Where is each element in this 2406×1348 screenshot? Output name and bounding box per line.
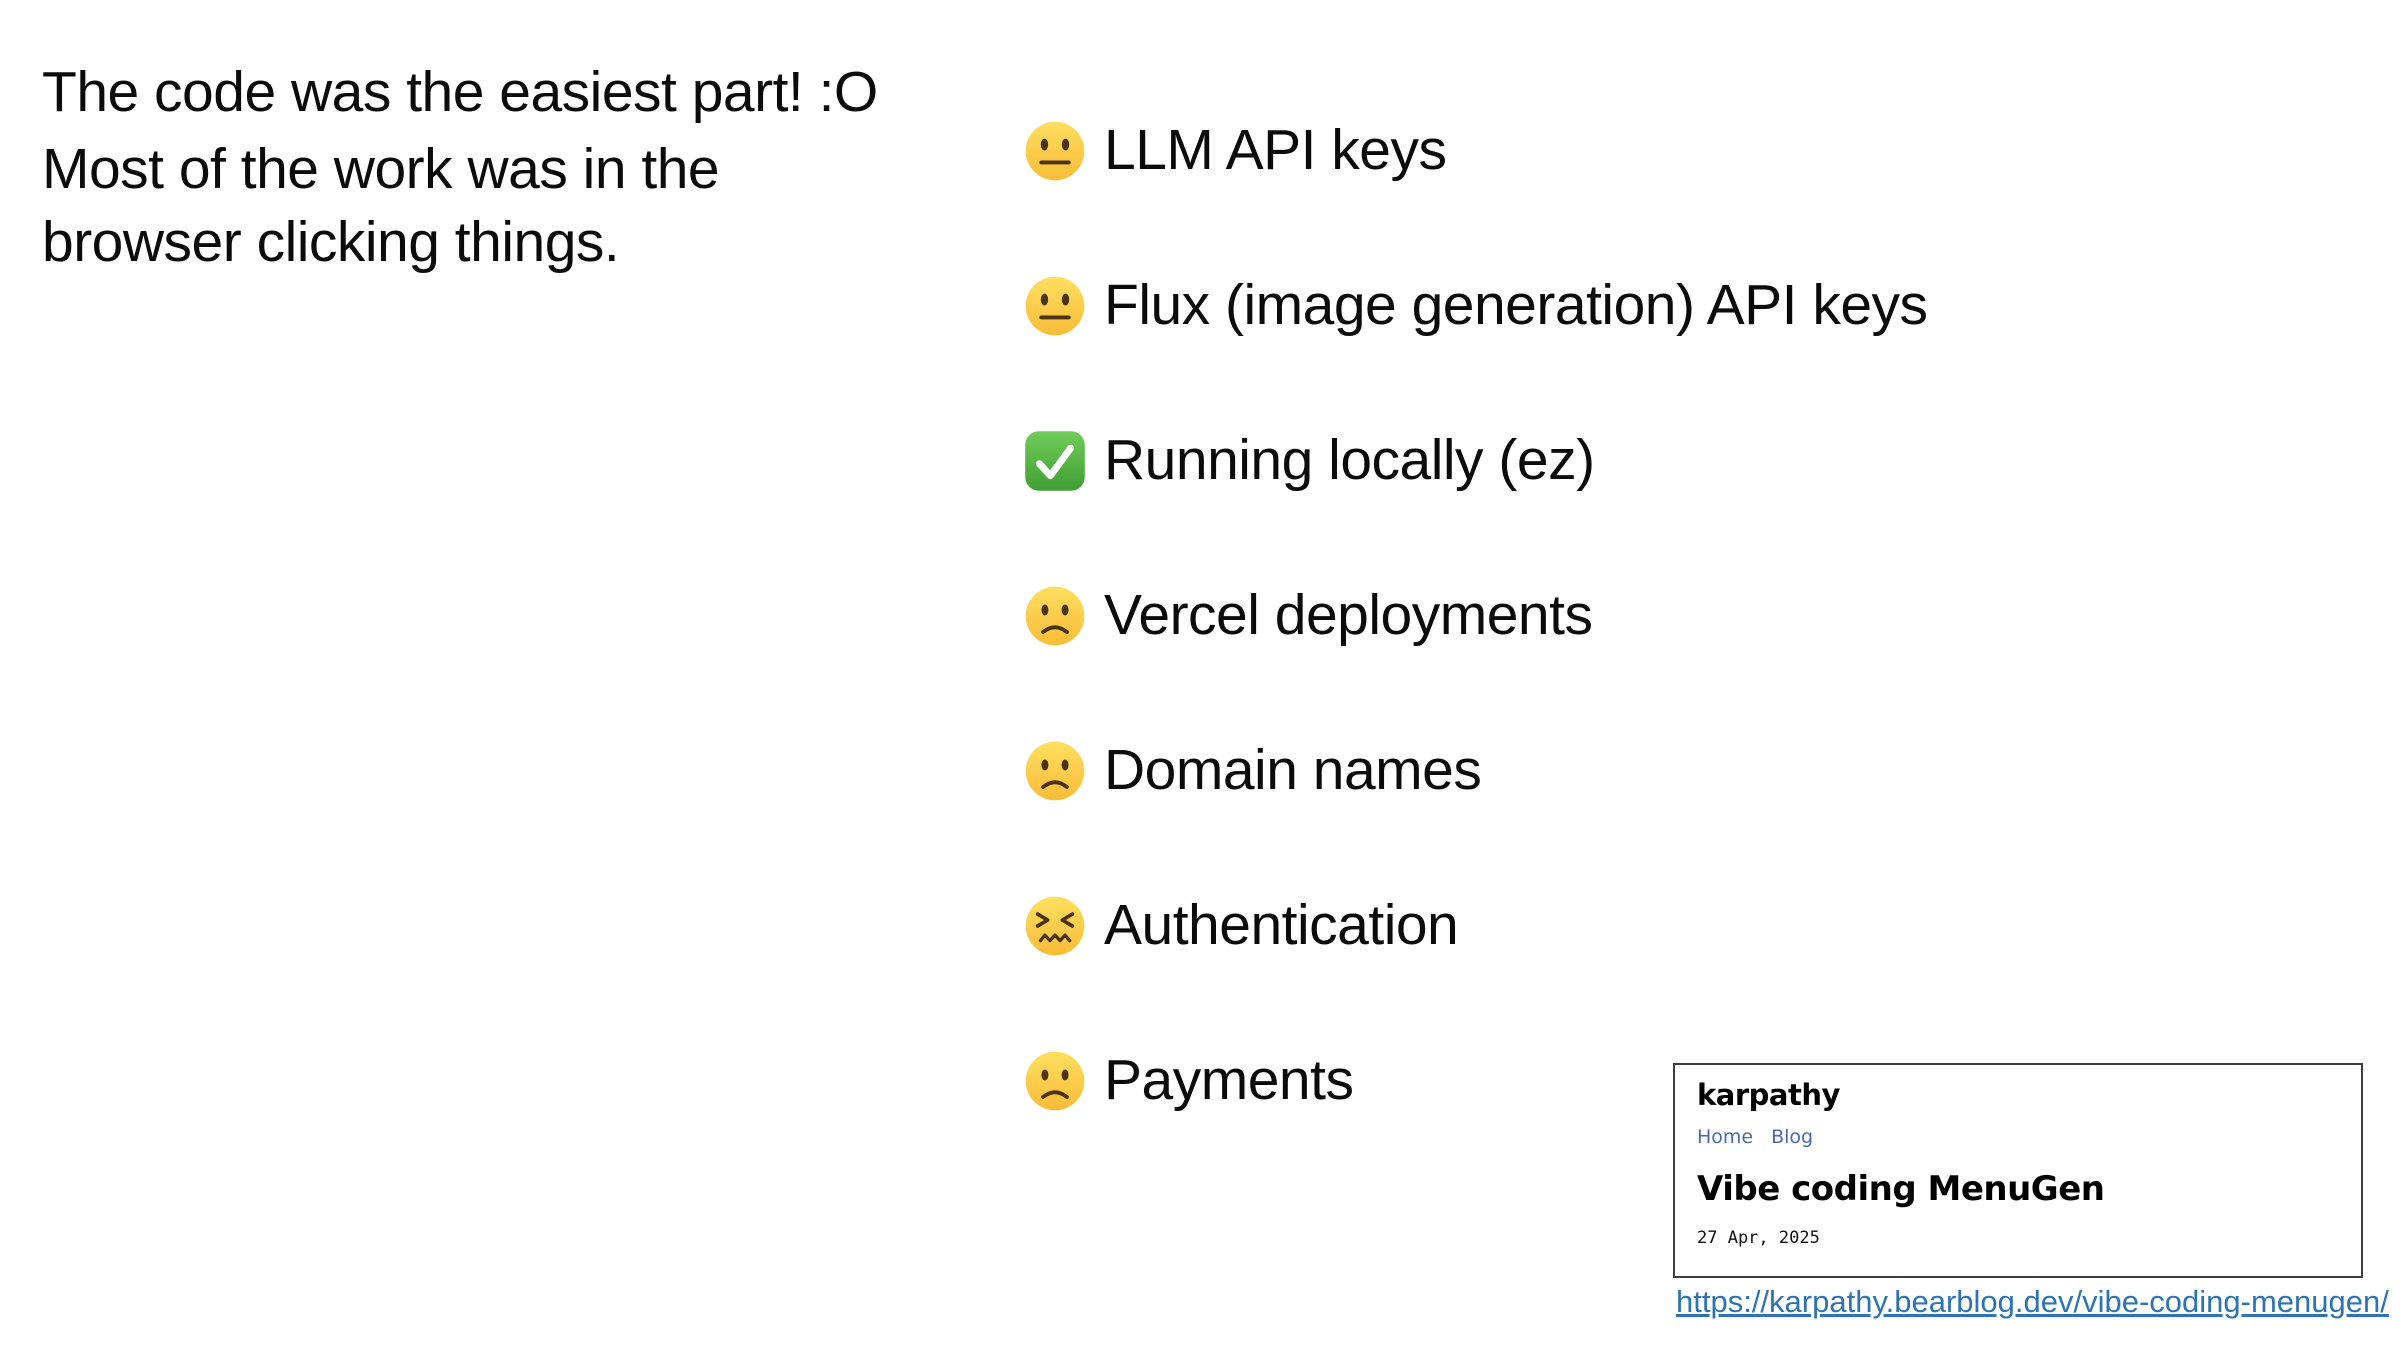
list-item: LLM API keys: [1022, 118, 1928, 184]
checklist: LLM API keys Flux (image generation) API…: [1022, 118, 1928, 1114]
blog-nav-blog-link[interactable]: Blog: [1771, 1126, 1814, 1148]
intro-text: The code was the easiest part! :O Most o…: [42, 56, 878, 279]
check-mark-icon: [1022, 428, 1088, 494]
neutral-face-icon: [1022, 118, 1088, 184]
slightly-frowning-face-icon: [1022, 738, 1088, 804]
blog-site-title: karpathy: [1697, 1078, 1840, 1112]
list-item-label: LLM API keys: [1104, 117, 1447, 182]
blog-nav-home-link[interactable]: Home: [1697, 1126, 1754, 1148]
blog-post-date: 27 Apr, 2025: [1697, 1228, 1820, 1248]
blog-nav: Home Blog: [1697, 1126, 2339, 1148]
list-item: Domain names: [1022, 738, 1928, 804]
blog-post-title: Vibe coding MenuGen: [1697, 1169, 2105, 1209]
list-item: Flux (image generation) API keys: [1022, 273, 1928, 339]
blog-screenshot-card: karpathy Home Blog Vibe coding MenuGen 2…: [1673, 1063, 2363, 1278]
intro-line-2: Most of the work was in the: [42, 137, 720, 201]
source-url-link[interactable]: https://karpathy.bearblog.dev/vibe-codin…: [1676, 1284, 2389, 1319]
list-item-label: Payments: [1104, 1047, 1354, 1112]
list-item-label: Domain names: [1104, 737, 1482, 802]
list-item-label: Authentication: [1104, 892, 1459, 957]
intro-line-3: browser clicking things.: [42, 210, 620, 274]
confounded-face-icon: [1022, 893, 1088, 959]
list-item: Authentication: [1022, 893, 1928, 959]
list-item: Vercel deployments: [1022, 583, 1928, 649]
list-item-label: Vercel deployments: [1104, 582, 1593, 647]
slightly-frowning-face-icon: [1022, 583, 1088, 649]
slightly-frowning-face-icon: [1022, 1048, 1088, 1114]
neutral-face-icon: [1022, 273, 1088, 339]
list-item: Running locally (ez): [1022, 428, 1928, 494]
intro-line-1: The code was the easiest part! :O: [42, 60, 878, 124]
list-item-label: Flux (image generation) API keys: [1104, 272, 1928, 337]
list-item-label: Running locally (ez): [1104, 427, 1595, 492]
list-item: Payments: [1022, 1048, 1928, 1114]
